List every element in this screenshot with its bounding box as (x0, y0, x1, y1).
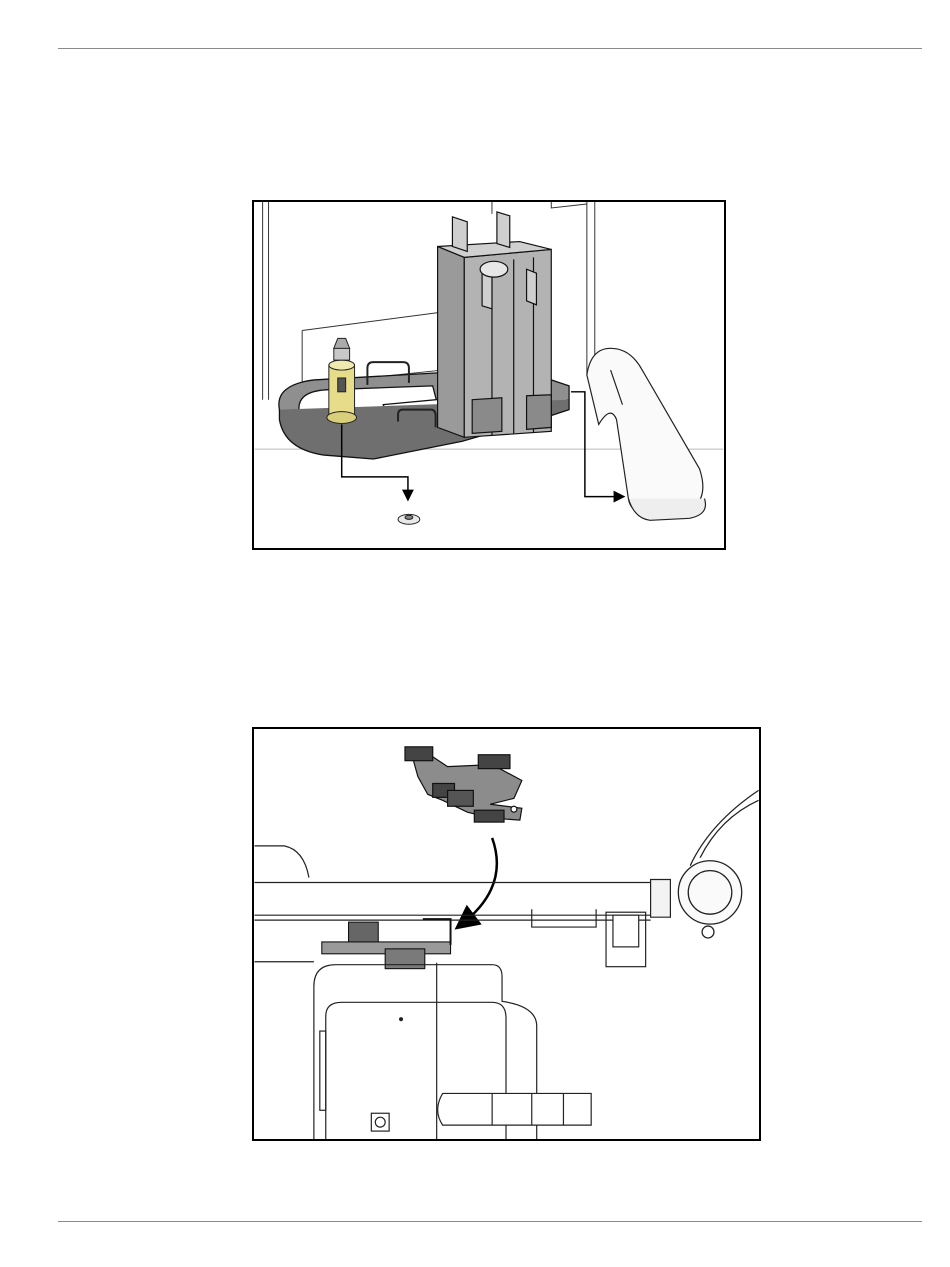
stand-rail (254, 846, 670, 967)
figure-clip-installation (252, 727, 761, 1141)
round-bracket (678, 790, 758, 938)
cassette-holder (438, 212, 552, 437)
clip-part (405, 747, 522, 822)
clip-installation-illustration (254, 729, 759, 1139)
stand-body (314, 963, 591, 1139)
washer-part (398, 514, 420, 524)
clip-mount (322, 919, 451, 969)
header-rule (58, 48, 922, 49)
cassette-rack-illustration (254, 202, 724, 548)
footer-rule (58, 1221, 922, 1222)
base-arm (587, 348, 706, 520)
locking-pin (327, 338, 357, 423)
install-arrow (460, 838, 496, 925)
figure-cassette-rack (252, 200, 726, 550)
